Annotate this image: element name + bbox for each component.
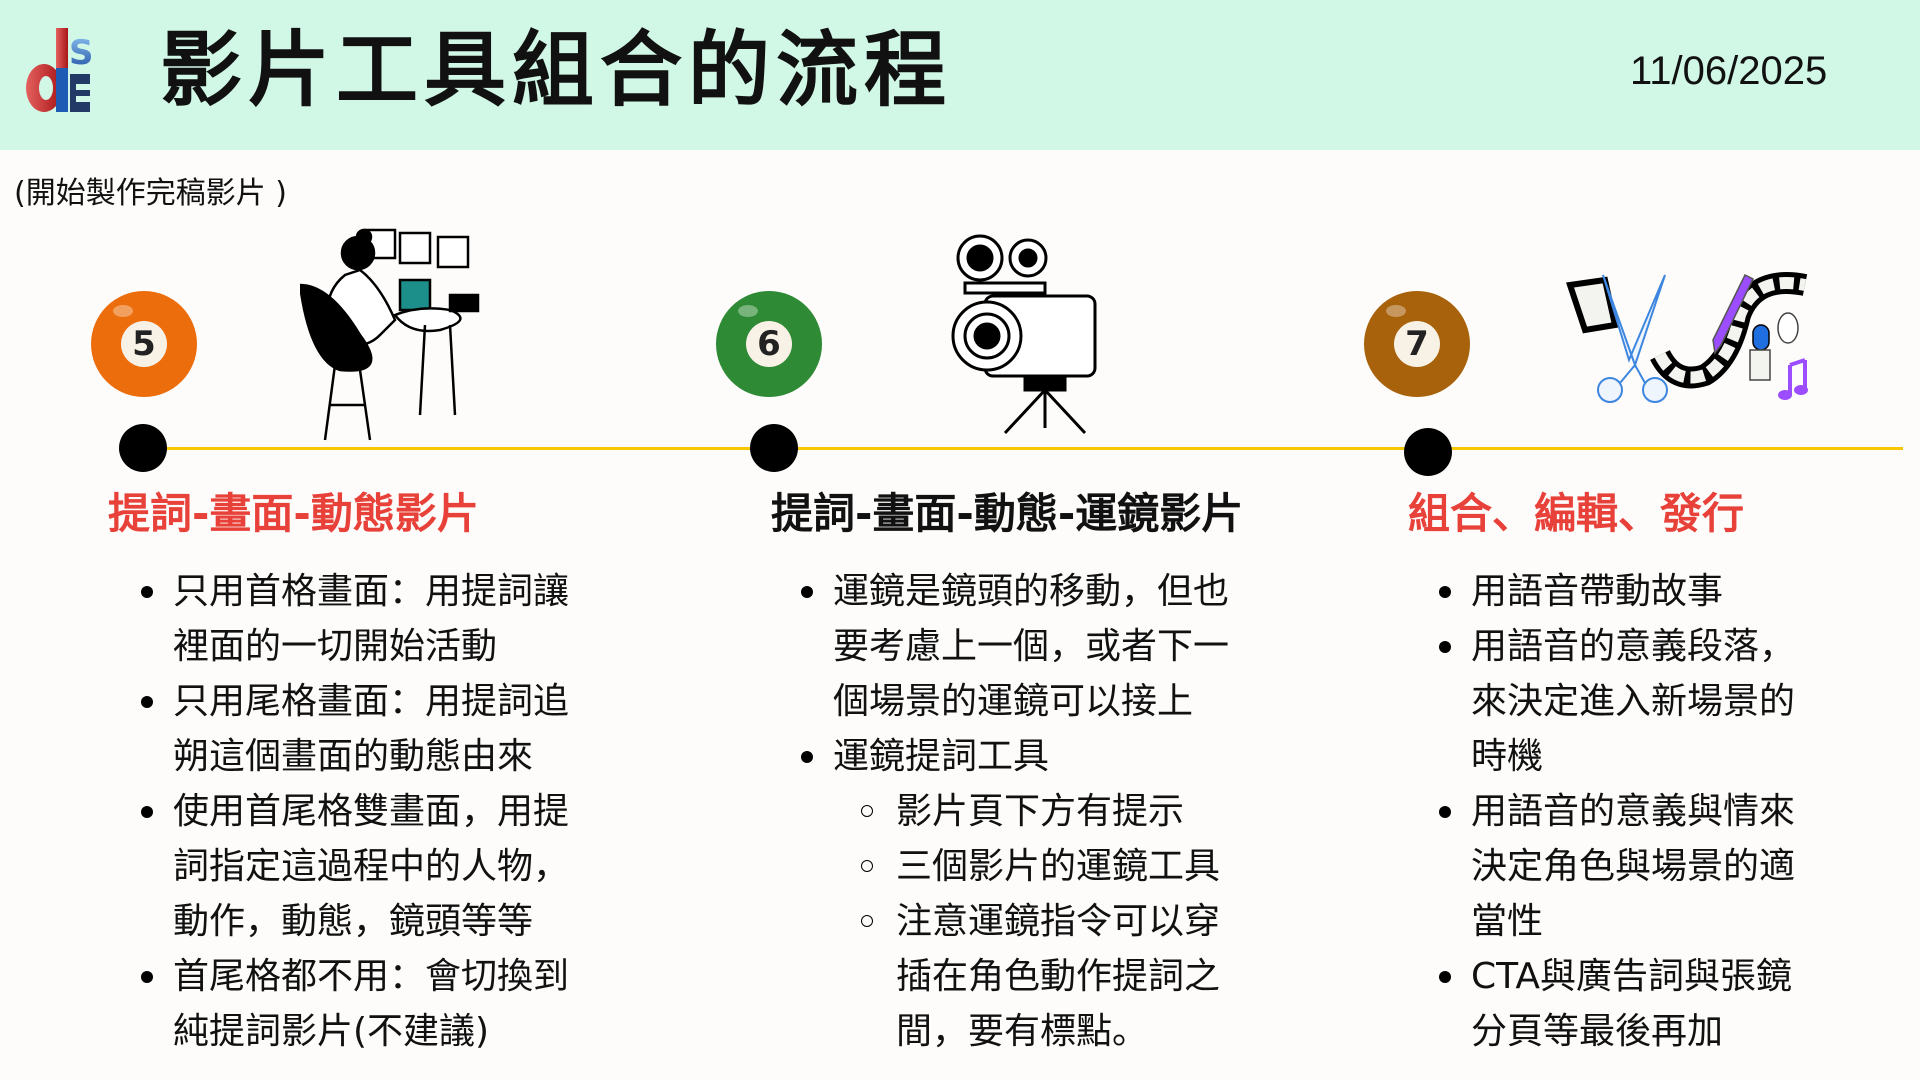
step-7-bullet-list: 用語音帶動故事用語音的意義段落， 來決定進入新場景的時機用語音的意義與情來決定角色… (1439, 564, 1796, 1059)
sub-bullet-item: 三個影片的運鏡工具 (833, 839, 1229, 894)
video-camera-illustration (951, 234, 1097, 435)
bullet-item: 用語音的意義與情來決定角色與場景的適當性 (1439, 784, 1796, 949)
step-6-ball-icon: 6 (716, 291, 822, 397)
bullet-text-line: 用語音的意義與情來 (1471, 791, 1796, 832)
step-6-bullet-list: 運鏡是鏡頭的移動，但也要考慮上一個，或者下一個場景的運鏡可以接上運鏡提詞工具影片… (801, 564, 1230, 1059)
timeline-line (143, 447, 1903, 450)
bullet-text-line: 要考慮上一個，或者下一 (833, 626, 1230, 667)
bullet-text-line: 決定角色與場景的適 (1471, 846, 1796, 887)
bullet-text-line: 使用首尾格雙畫面，用提 (173, 791, 570, 832)
bullet-text-line: 朔這個畫面的動態由來 (173, 736, 534, 777)
bullet-text-line: 裡面的一切開始活動 (173, 626, 498, 667)
bullet-text-line: 插在角色動作提詞之 (896, 956, 1221, 997)
bullet-text-line: 用語音的意義段落， (1471, 626, 1796, 667)
bullet-text-line: CTA與廣告詞與張鏡 (1471, 956, 1792, 997)
bullet-text-line: 時機 (1471, 736, 1544, 777)
timeline-dot-6 (750, 424, 798, 472)
bullet-text-line: 運鏡是鏡頭的移動，但也 (833, 571, 1230, 612)
dsie-logo: S (26, 28, 92, 112)
bullet-text-line: 首尾格都不用：會切換到 (173, 956, 570, 997)
sub-bullet-item: 影片頁下方有提示 (833, 784, 1229, 839)
bullet-item: CTA與廣告詞與張鏡分頁等最後再加 (1439, 949, 1795, 1059)
bullet-text-line: 運鏡提詞工具 (833, 736, 1050, 777)
timeline-dot-7 (1404, 428, 1452, 476)
page-title: 影片工具組合的流程 (160, 23, 953, 118)
person-at-desk-illustration (300, 228, 480, 441)
bullet-text-line: 個場景的運鏡可以接上 (833, 681, 1194, 722)
bullet-text-line: 三個影片的運鏡工具 (896, 846, 1221, 887)
bullet-text-line: 影片頁下方有提示 (896, 791, 1185, 832)
bullet-text-line: 注意運鏡指令可以穿 (896, 901, 1221, 942)
step-5-ball-icon: 5 (91, 291, 197, 397)
header-bar: S 影片工具組合的流程 11/06/2025 (0, 0, 1920, 150)
bullet-text-line: 詞指定這過程中的人物， (173, 846, 570, 887)
bullet-item: 使用首尾格雙畫面，用提詞指定這過程中的人物， 動作，動態，鏡頭等等 (141, 784, 570, 949)
step-6-heading: 提詞-畫面-動態-運鏡影片 (771, 489, 1244, 538)
bullet-text-line: 當性 (1471, 901, 1544, 942)
bullet-item: 只用尾格畫面：用提詞追朔這個畫面的動態由來 (141, 674, 570, 784)
bullet-item: 運鏡是鏡頭的移動，但也要考慮上一個，或者下一個場景的運鏡可以接上 (801, 564, 1230, 729)
step-5-heading: 提詞-畫面-動態影片 (108, 489, 479, 538)
bullet-text-line: 間，要有標點。 (896, 1011, 1149, 1052)
step-7-ball-icon: 7 (1364, 291, 1470, 397)
bullet-item: 首尾格都不用：會切換到純提詞影片(不建議) (141, 949, 570, 1059)
bullet-item: 用語音的意義段落， 來決定進入新場景的時機 (1439, 619, 1796, 784)
sub-bullet-item: 注意運鏡指令可以穿插在角色動作提詞之間，要有標點。 (833, 894, 1229, 1059)
date-label: 11/06/2025 (1630, 49, 1828, 93)
bullet-text-line: 來決定進入新場景的 (1471, 681, 1796, 722)
bullet-item: 只用首格畫面：用提詞讓裡面的一切開始活動 (141, 564, 570, 674)
svg-text:S: S (69, 33, 92, 73)
timeline-dot-5 (119, 424, 167, 472)
bullet-text-line: 純提詞影片(不建議) (173, 1011, 490, 1052)
bullet-item: 運鏡提詞工具 (801, 729, 1229, 784)
bullet-text-line: 動作，動態，鏡頭等等 (173, 901, 534, 942)
step-7-heading: 組合、編輯、發行 (1408, 489, 1745, 538)
bullet-text-line: 分頁等最後再加 (1471, 1011, 1724, 1052)
subtitle: (開始製作完稿影片 ) (14, 176, 287, 211)
bullet-item: 用語音帶動故事 (1439, 564, 1795, 619)
editing-tools-illustration (1566, 272, 1808, 403)
bullet-text-line: 只用尾格畫面：用提詞追 (173, 681, 570, 722)
bullet-text-line: 用語音帶動故事 (1471, 571, 1724, 612)
step-5-bullet-list: 只用首格畫面：用提詞讓裡面的一切開始活動只用尾格畫面：用提詞追朔這個畫面的動態由… (141, 564, 570, 1059)
bullet-text-line: 只用首格畫面：用提詞讓 (173, 571, 570, 612)
